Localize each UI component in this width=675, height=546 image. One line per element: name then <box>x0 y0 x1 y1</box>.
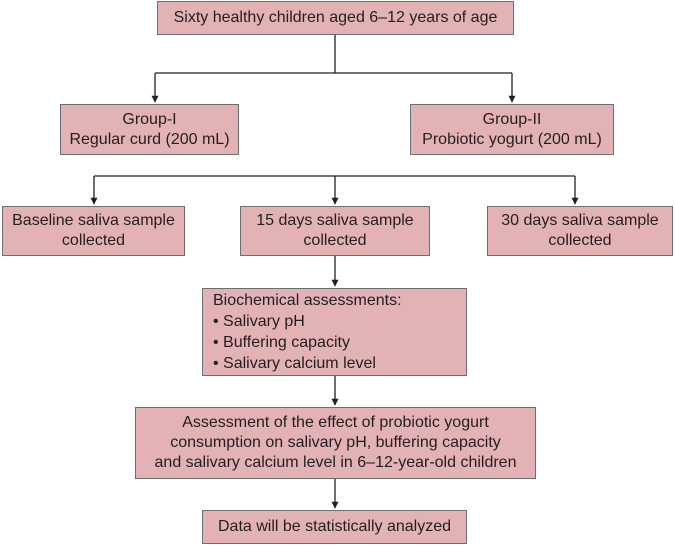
statistical-analysis-text: Data will be statistically analyzed <box>218 518 451 535</box>
effect-assessment-line1: Assessment of the effect of probiotic yo… <box>182 414 489 431</box>
population-box: Sixty healthy children aged 6–12 years o… <box>157 1 514 35</box>
day-15-sample-box: 15 days saliva sample collected <box>240 206 430 256</box>
biochemical-item-ph: • Salivary pH <box>213 313 305 330</box>
effect-assessment-box: Assessment of the effect of probiotic yo… <box>135 407 536 479</box>
effect-assessment-line2: consumption on salivary pH, buffering ca… <box>170 434 501 451</box>
biochemical-item-calcium: • Salivary calcium level <box>213 355 376 372</box>
group-2-title: Group-II <box>482 110 542 128</box>
biochemical-assessments-heading: Biochemical assessments: <box>213 292 402 309</box>
baseline-sample-line1: Baseline saliva sample <box>12 212 175 229</box>
group-2-box: Group-II Probiotic yogurt (200 mL) <box>410 104 614 155</box>
effect-assessment-line3: and salivary calcium level in 6–12-year-… <box>154 454 517 471</box>
baseline-sample-box: Baseline saliva sample collected <box>2 206 185 256</box>
biochemical-assessments-box: Biochemical assessments: • Salivary pH •… <box>202 288 467 376</box>
day-15-sample-line2: collected <box>303 232 367 249</box>
day-30-sample-line1: 30 days saliva sample <box>501 212 659 229</box>
group-1-box: Group-I Regular curd (200 mL) <box>60 104 239 155</box>
day-15-sample-line1: 15 days saliva sample <box>256 212 414 229</box>
day-30-sample-box: 30 days saliva sample collected <box>487 206 673 256</box>
population-text: Sixty healthy children aged 6–12 years o… <box>173 9 498 26</box>
group-1-title: Group-I <box>122 110 177 128</box>
biochemical-item-buffering: • Buffering capacity <box>213 334 350 351</box>
group-2-detail: Probiotic yogurt (200 mL) <box>422 130 602 148</box>
statistical-analysis-box: Data will be statistically analyzed <box>202 510 467 544</box>
group-1-detail: Regular curd (200 mL) <box>69 130 230 148</box>
day-30-sample-line2: collected <box>548 232 612 249</box>
baseline-sample-line2: collected <box>61 232 126 249</box>
